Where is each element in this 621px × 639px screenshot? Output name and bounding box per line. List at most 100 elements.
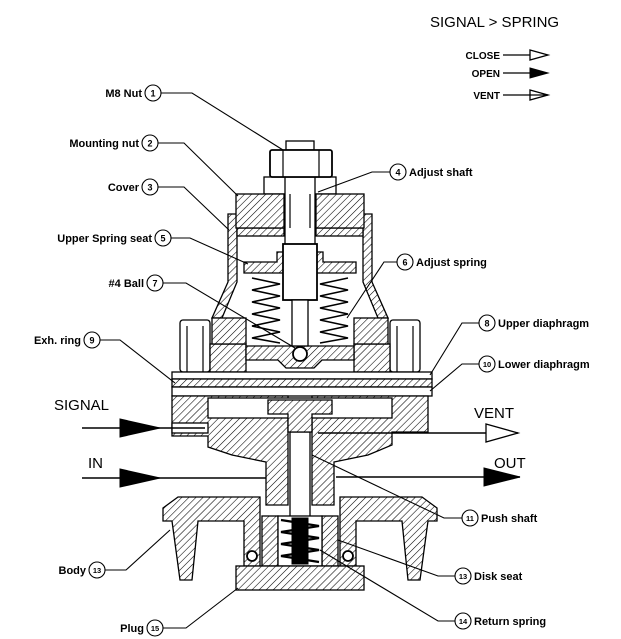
exh-ring [171, 378, 433, 388]
mounting-nut-left [235, 193, 285, 229]
callout-upper-diaphragm: 8 Upper diaphragm [429, 314, 589, 376]
disk-seat-assembly [246, 515, 354, 567]
legend: CLOSE OPEN VENT [466, 49, 551, 102]
legend-close-label: CLOSE [466, 51, 501, 62]
ball [292, 346, 308, 362]
callout-m8-nut: M8 Nut 1 [105, 84, 284, 151]
diaphragm-stack [171, 371, 433, 397]
upper-diaphragm [171, 371, 433, 380]
label-upper-spring-seat: Upper Spring seat [57, 233, 152, 245]
leader-disk-seat [337, 539, 455, 577]
flow-arrows: SIGNAL IN VENT OUT [54, 397, 526, 488]
callout-circle-cover [141, 178, 159, 196]
label-exh-ring: Exh. ring [34, 335, 81, 347]
leader-adjust-spring [346, 261, 397, 319]
diaphragm-plate [245, 345, 355, 369]
callout-circle-upper-diaphragm [478, 314, 496, 332]
callout-circle-exh-ring [83, 331, 101, 349]
thread-stub [285, 140, 315, 151]
cover-flange-left [211, 317, 247, 345]
filled-arrow-icon [529, 67, 550, 79]
leader-plug [163, 587, 239, 629]
out-arrow-icon [483, 467, 521, 487]
number-body: 13 [93, 566, 101, 575]
flange-bolt-right [389, 319, 421, 373]
number-plug: 15 [151, 624, 159, 633]
callout-circle-disk-seat [454, 567, 472, 585]
label-plug: Plug [120, 623, 144, 635]
push-shaft-head [267, 399, 333, 433]
leader-exh-ring [100, 339, 176, 384]
callout-cover: Cover 3 [108, 178, 230, 231]
m8-nut [269, 140, 333, 178]
cover [210, 213, 390, 345]
leader-body [105, 529, 171, 571]
number-m8-nut: 1 [150, 88, 155, 98]
callout-circle-plug [146, 619, 164, 637]
mode-title: SIGNAL > SPRING [430, 14, 559, 31]
number-lower-diaphragm: 10 [483, 360, 491, 369]
legend-vent-label: VENT [473, 91, 500, 102]
housing-ring-left [209, 343, 247, 373]
callout-circle-adjust-shaft [389, 163, 407, 181]
adjust-shaft-rod [291, 299, 309, 347]
callout-adjust-spring: 6 Adjust spring [346, 253, 487, 319]
label-m8-nut: M8 Nut [105, 88, 142, 100]
callout-circle-body [88, 561, 106, 579]
disk-seat-left [261, 515, 279, 567]
cover-wall-right [362, 213, 390, 319]
label-push-shaft: Push shaft [481, 513, 538, 525]
o-ring-right [342, 550, 354, 562]
leader-lower-diaphragm [429, 363, 479, 392]
number-ball: 7 [152, 278, 157, 288]
cover-flange-right [353, 317, 389, 345]
callout-circle-adjust-spring [396, 253, 414, 271]
part-callouts: M8 Nut 1 Mounting nut 2 Cover 3 Upper Sp… [34, 84, 590, 637]
callout-circle-push-shaft [461, 509, 479, 527]
callout-circle-lower-diaphragm [478, 355, 496, 373]
housing-ring-right [353, 343, 391, 373]
number-mounting-nut: 2 [147, 138, 152, 148]
push-shaft-rod [289, 431, 311, 519]
leader-cover [158, 186, 230, 231]
leader-upper-diaphragm [429, 322, 479, 376]
in-arrow-icon [119, 468, 161, 488]
number-push-shaft: 11 [466, 514, 474, 523]
callout-ball: #4 Ball 7 [109, 274, 296, 349]
callout-circle-m8-nut [144, 84, 162, 102]
disk-plunger [291, 517, 309, 565]
m8-nut-body [269, 149, 333, 178]
adjust-shaft-body [282, 243, 318, 301]
callout-circle-return-spring [454, 612, 472, 630]
number-return-spring: 14 [459, 617, 468, 626]
callout-upper-spring-seat: Upper Spring seat 5 [57, 229, 249, 265]
callout-exh-ring: Exh. ring 9 [34, 331, 176, 384]
callout-mounting-nut: Mounting nut 2 [69, 134, 239, 197]
signal-label: SIGNAL [54, 397, 109, 414]
label-body: Body [59, 565, 87, 577]
number-upper-spring-seat: 5 [160, 233, 165, 243]
number-upper-diaphragm: 8 [484, 318, 489, 328]
mounting-nut [235, 193, 365, 229]
adjust-spring-right [319, 277, 349, 344]
label-ball: #4 Ball [109, 278, 144, 290]
leader-adjust-shaft [317, 171, 390, 193]
flange-bolt-left [179, 319, 211, 373]
cover-wall-left [210, 213, 238, 319]
legend-open-label: OPEN [472, 69, 500, 80]
callout-return-spring: 14 Return spring [319, 549, 546, 630]
callout-body: Body 13 [59, 529, 171, 579]
valve-assembly [162, 140, 438, 591]
leader-upper-spring-seat [171, 237, 249, 265]
number-cover: 3 [147, 182, 152, 192]
cover-top-right [315, 227, 364, 237]
disk-seat-right [321, 515, 339, 567]
label-return-spring: Return spring [474, 616, 546, 628]
callout-circle-upper-spring-seat [154, 229, 172, 247]
number-disk-seat: 13 [459, 572, 467, 581]
upper-body-right [311, 395, 429, 506]
cover-top-left [236, 227, 285, 237]
callout-disk-seat: 13 Disk seat [337, 539, 523, 585]
callout-lower-diaphragm: 10 Lower diaphragm [429, 355, 590, 392]
